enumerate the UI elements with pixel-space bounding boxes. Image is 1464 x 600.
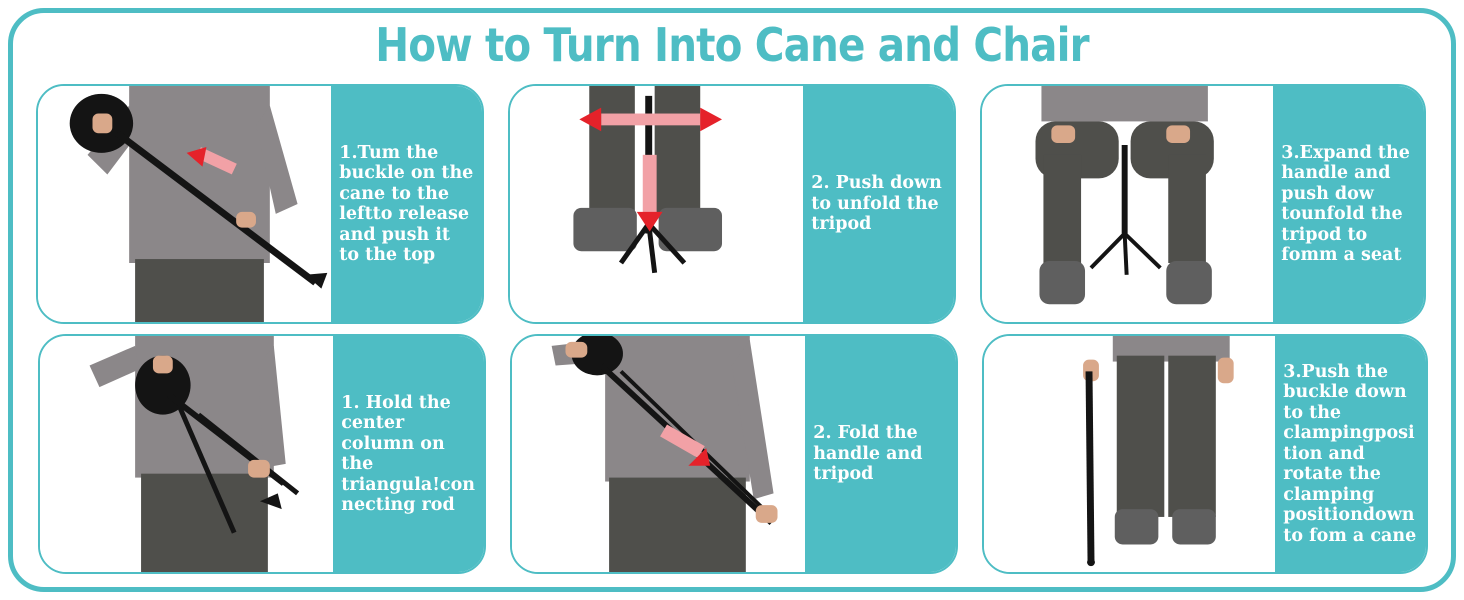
person-holding-cane-photo [38,86,332,322]
step-text-1: 1.Tum the buckle on the cane to the left… [339,142,474,266]
step-text-3: 3.Expand the handle and push dow tounfol… [1281,142,1410,266]
step-card-6: 3.Push the buckle down to the clampingpo… [982,334,1428,574]
step-text-6: 3.Push the buckle down to the clampingpo… [1283,361,1417,546]
step-card-4: 1. Hold the center column on the triangu… [38,334,486,574]
step-card-1: 1.Tum the buckle on the cane to the left… [36,84,484,324]
page-title: How to Turn Into Cane and Chair [375,18,1089,72]
person-standing-with-cane-photo [984,336,1276,572]
step-card-5: 2. Fold the handle and tripod [510,334,958,574]
person-holding-center-column-photo [40,336,334,572]
tripod-unfold-photo [510,86,804,322]
step-text-panel: 1.Tum the buckle on the cane to the left… [331,86,482,322]
step-text-panel: 2. Fold the handle and tripod [805,336,956,572]
step-text-panel: 1. Hold the center column on the triangu… [333,336,484,572]
step-text-4: 1. Hold the center column on the triangu… [341,392,475,516]
person-sitting-on-seat-photo [982,86,1274,322]
step-text-panel: 2. Push down to unfold the tripod [803,86,954,322]
step-card-2: 2. Push down to unfold the tripod [508,84,956,324]
step-text-5: 2. Fold the handle and tripod [813,423,923,485]
step-text-panel: 3.Push the buckle down to the clampingpo… [1275,336,1426,572]
step-text-2: 2. Push down to unfold the tripod [811,173,942,235]
person-folding-tripod-photo [512,336,806,572]
step-text-panel: 3.Expand the handle and push dow tounfol… [1273,86,1424,322]
step-card-3: 3.Expand the handle and push dow tounfol… [980,84,1426,324]
